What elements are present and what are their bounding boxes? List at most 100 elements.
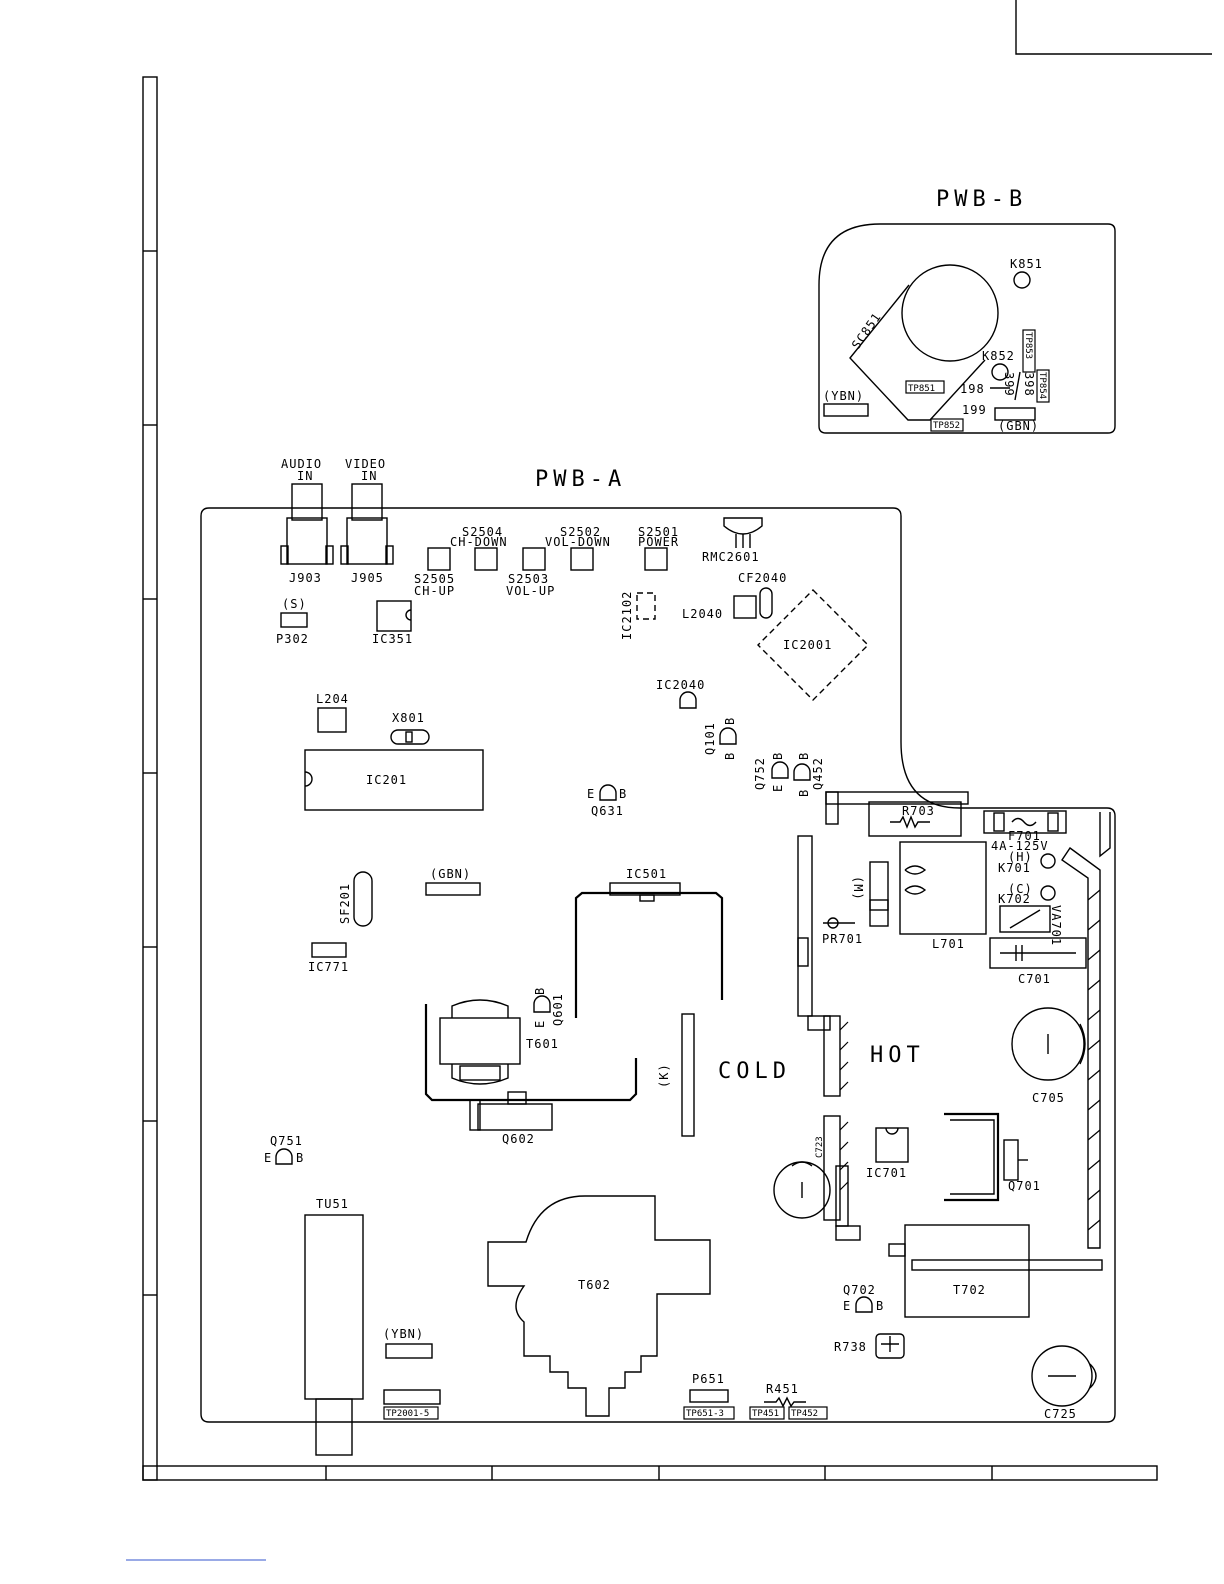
q602 [477, 1103, 553, 1131]
c725 [1031, 1345, 1093, 1407]
rmc2601-sensor: RMC2601 [702, 517, 763, 564]
cold-zone-label: COLD [718, 1059, 791, 1084]
ic201-label: IC201 [366, 773, 407, 787]
s2505-switch [427, 547, 451, 571]
l2040 [733, 595, 757, 619]
svg-text:(C): (C) [1008, 882, 1033, 896]
q701 [1003, 1139, 1019, 1181]
r738 [875, 1333, 905, 1359]
audio-in-jack: AUDIO IN J903 [280, 457, 334, 585]
ic701-label: IC701 [866, 1166, 907, 1180]
k-connector [681, 1013, 695, 1137]
ybn-connector-b [823, 403, 869, 417]
s2502-switch [570, 547, 594, 571]
n198-label: 198 [960, 382, 985, 396]
ic2102-label: IC2102 [620, 591, 634, 640]
c701 [989, 937, 1087, 969]
r451-label: R451 [766, 1382, 799, 1396]
ic351 [376, 600, 412, 632]
hot-zone-label: HOT [870, 1043, 925, 1068]
svg-text:E: E [843, 1299, 851, 1313]
video-in-jack: VIDEO IN J905 [340, 457, 394, 585]
p302-label: P302 [276, 632, 309, 646]
p302 [280, 612, 308, 628]
tp852-label: TP852 [933, 421, 960, 431]
svg-text:(K): (K) [657, 1063, 671, 1088]
t601 [439, 1017, 521, 1065]
svg-text:S2504: S2504 [462, 525, 503, 539]
tp852-box [930, 418, 964, 432]
j905-label: J905 [351, 571, 384, 585]
t601-bracket [424, 1004, 638, 1102]
tp854-box [1036, 369, 1050, 403]
ic771 [311, 942, 347, 958]
svg-text:(H): (H) [1008, 850, 1033, 864]
tp853-label: TP853 [1023, 332, 1033, 359]
k701-label: K701 [998, 861, 1031, 875]
svg-text:E: E [533, 1020, 547, 1028]
speaker-circle [901, 264, 999, 362]
q631 [599, 784, 617, 801]
tu51 [304, 1214, 364, 1400]
svg-text:B: B [533, 987, 547, 995]
svg-text:VA701: VA701 [1049, 905, 1063, 946]
svg-text:B: B [797, 752, 811, 760]
tp854-label: TP854 [1037, 372, 1047, 399]
ic351-label: IC351 [372, 632, 413, 646]
q452 [793, 763, 811, 781]
t602-label: T602 [578, 1278, 611, 1292]
ic501-label: IC501 [626, 867, 667, 881]
l204 [317, 707, 347, 733]
ic201 [304, 749, 484, 811]
svg-text:E: E [587, 787, 595, 801]
tp2001-connector [383, 1389, 441, 1405]
cf2040-label: CF2040 [738, 571, 787, 585]
svg-text:S2501: S2501 [638, 525, 679, 539]
k851-hole [1013, 271, 1031, 289]
svg-text:B: B [619, 787, 627, 801]
q701-label: Q701 [1008, 1179, 1041, 1193]
f701-label: F701 [1008, 829, 1041, 843]
r738-label: R738 [834, 1340, 867, 1354]
svg-text:CH-DOWN: CH-DOWN [450, 535, 508, 549]
svg-text:Q601: Q601 [551, 993, 565, 1026]
sf201 [353, 871, 373, 927]
svg-text:E: E [771, 784, 785, 792]
r703-label: R703 [902, 804, 935, 818]
svg-text:TP451: TP451 [752, 1409, 779, 1419]
q751 [275, 1148, 293, 1165]
cf2040 [759, 587, 773, 619]
svg-text:S2502: S2502 [560, 525, 601, 539]
svg-text:TP651-3: TP651-3 [686, 1409, 724, 1419]
svg-text:Q452: Q452 [811, 757, 825, 790]
svg-text:B: B [296, 1151, 304, 1165]
svg-text:TP2001-5: TP2001-5 [386, 1409, 429, 1419]
n398-label: 398 [1022, 372, 1036, 397]
k702-label: K702 [998, 892, 1031, 906]
svg-text:Q752: Q752 [753, 757, 767, 790]
ic2102 [636, 592, 656, 620]
svg-text:POWER: POWER [638, 535, 679, 549]
svg-text:(S): (S) [282, 597, 307, 611]
l701 [899, 841, 987, 935]
t702 [904, 1224, 1030, 1318]
tu51-label: TU51 [316, 1197, 349, 1211]
sc851-label: SC851 [849, 310, 884, 352]
n399-label: 399 [1002, 372, 1016, 397]
r451 [764, 1396, 806, 1408]
pwb-a-title: PWB-A [535, 467, 626, 492]
pwb-b-board: PWB-B SC851 K851 K852 TP853 TP854 399 39… [818, 187, 1116, 434]
tp452-box [788, 1406, 828, 1420]
gbn-connector-b [994, 407, 1036, 421]
va701 [999, 905, 1051, 933]
ic701 [875, 1127, 909, 1163]
svg-text:Q101: Q101 [703, 722, 717, 755]
s2503-switch [522, 547, 546, 571]
ic771-label: IC771 [308, 960, 349, 974]
j903-label: J903 [289, 571, 322, 585]
svg-text:C723: C723 [815, 1136, 825, 1158]
n199-label: 199 [962, 403, 987, 417]
k851-label: K851 [1010, 257, 1043, 271]
page-frame [126, 0, 1212, 1561]
t602 [487, 1195, 711, 1417]
